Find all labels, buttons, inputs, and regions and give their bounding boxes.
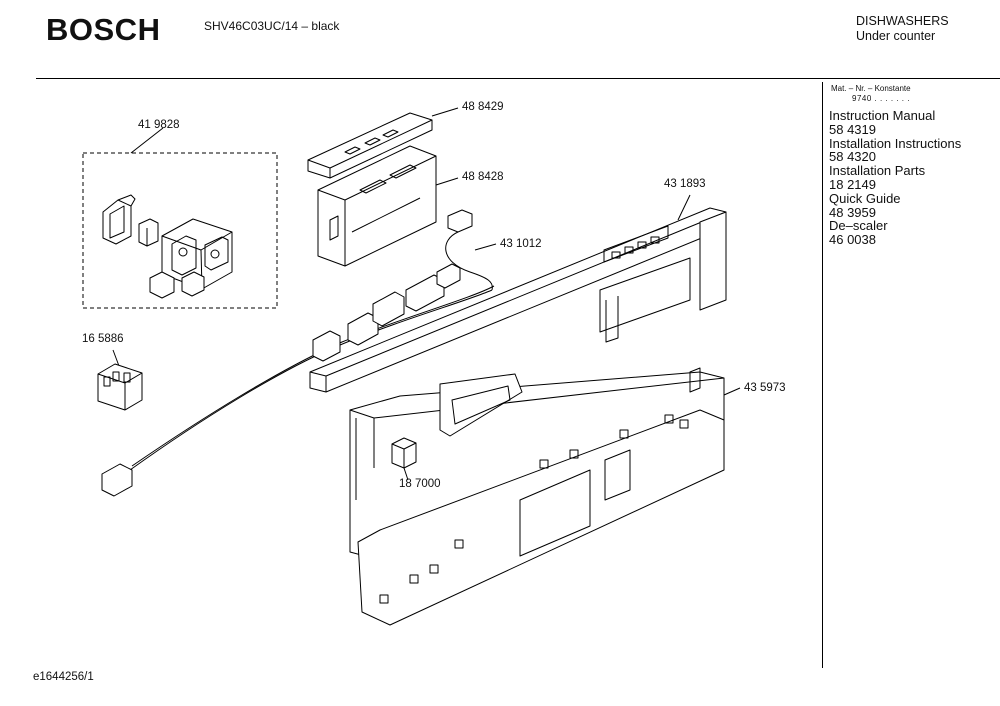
doc-title: Installation Instructions bbox=[829, 135, 962, 151]
material-number-constant: 9740 . . . . . . . bbox=[852, 94, 910, 103]
sidebar-divider bbox=[822, 82, 823, 668]
doc-number: 58 4320 bbox=[829, 149, 876, 165]
brand-logo: BOSCH bbox=[46, 12, 161, 47]
control-panel-part bbox=[309, 194, 727, 393]
part-label-button: 18 7000 bbox=[399, 478, 441, 490]
part-label-relay-group: 41 9828 bbox=[138, 119, 180, 131]
cover-part bbox=[307, 107, 459, 179]
doc-title: De–scaler bbox=[829, 218, 888, 234]
doc-title: Quick Guide bbox=[829, 190, 901, 206]
doc-number: 18 2149 bbox=[829, 176, 876, 192]
model-number: SHV46C03UC/14 – black bbox=[204, 19, 340, 33]
button-part bbox=[391, 437, 417, 481]
category-subtitle: Under counter bbox=[856, 29, 936, 43]
relay-group-box bbox=[82, 127, 278, 309]
wiring-harness-part bbox=[101, 209, 497, 497]
category-title: DISHWASHERS bbox=[856, 14, 949, 28]
drawing-id: e1644256/1 bbox=[33, 671, 94, 683]
doc-title: Instruction Manual bbox=[829, 108, 936, 123]
part-label-frame: 43 5973 bbox=[744, 382, 786, 394]
document-list: Instruction Manual 58 4319 Installation … bbox=[829, 109, 961, 247]
material-number-caption: Mat. – Nr. – Konstante bbox=[831, 84, 911, 93]
doc-number: 46 0038 bbox=[829, 232, 876, 248]
doc-title: Installation Parts bbox=[829, 163, 926, 179]
part-label-module: 48 8428 bbox=[462, 171, 504, 183]
doc-number: 48 3959 bbox=[829, 204, 876, 220]
doc-number: 58 4319 bbox=[829, 121, 876, 137]
relay-part bbox=[97, 349, 143, 411]
part-label-relay: 16 5886 bbox=[82, 333, 124, 345]
electronic-module-part bbox=[317, 145, 459, 267]
frame-part bbox=[349, 367, 741, 626]
part-label-harness: 43 1012 bbox=[500, 238, 542, 250]
part-label-cover: 48 8429 bbox=[462, 101, 504, 113]
header-divider bbox=[36, 78, 1000, 79]
part-label-panel: 43 1893 bbox=[664, 178, 706, 190]
